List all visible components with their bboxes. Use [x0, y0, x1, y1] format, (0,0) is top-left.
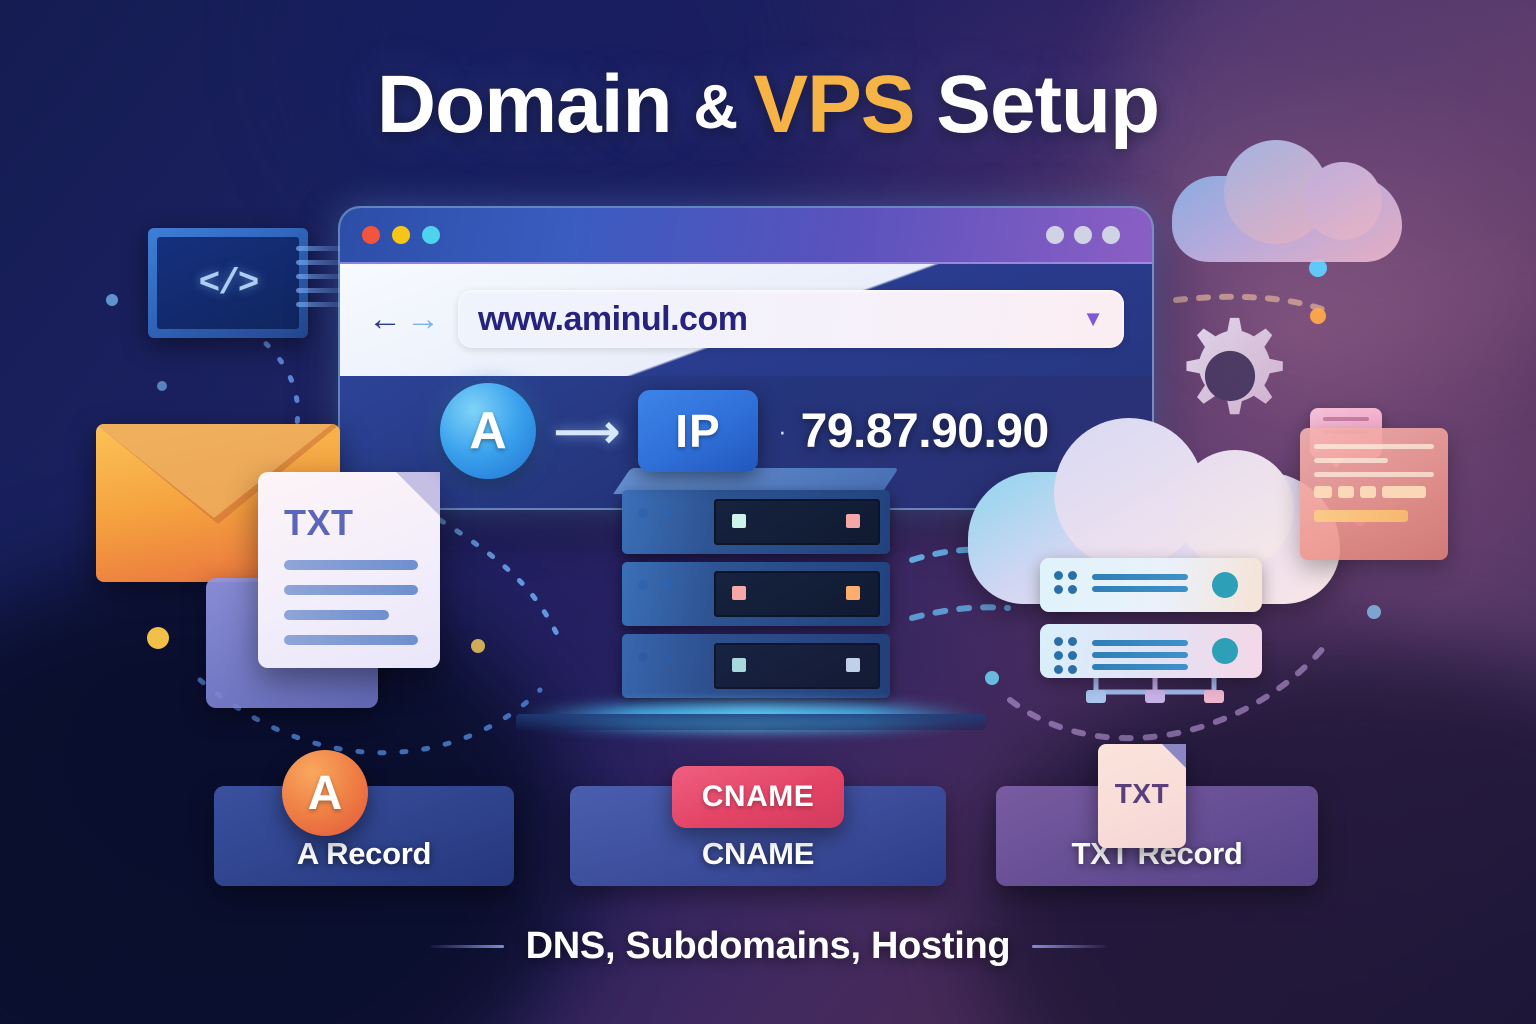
traffic-light-close-icon[interactable] — [362, 226, 380, 244]
server-vent-icon — [638, 652, 648, 662]
server-led-icon — [732, 586, 746, 600]
server-led-icon — [732, 658, 746, 672]
panel-action-bar — [1314, 510, 1408, 522]
panel-line — [1314, 458, 1389, 463]
config-panel-decoration — [1300, 428, 1448, 560]
txt-document-icon: TXT — [258, 472, 440, 668]
panel-line — [1314, 472, 1434, 477]
code-window-stripes — [296, 246, 352, 324]
server-status-indicator-icon — [1212, 638, 1238, 664]
subtitle-rule-right — [1032, 945, 1107, 948]
panel-tag-pills — [1314, 486, 1434, 498]
subtitle-text: DNS, Subdomains, Hosting — [525, 925, 1011, 967]
cname-badge-pill: CNAME — [672, 766, 844, 828]
txt-document-lines — [284, 560, 418, 660]
back-arrow-icon[interactable]: ← — [368, 300, 402, 338]
forward-arrow-icon[interactable]: → — [406, 300, 440, 338]
document-fold-corner — [1162, 744, 1186, 768]
traffic-light-maximize-icon[interactable] — [422, 226, 440, 244]
card-cname-label: CNAME — [701, 836, 815, 871]
subtitle-rule-left — [429, 945, 504, 948]
server-led-icon — [846, 514, 860, 528]
server-led-icon — [846, 586, 860, 600]
server-vent-icon — [662, 652, 672, 662]
page-title: Domain & VPS Setup — [0, 58, 1536, 152]
server-rack-icon — [516, 468, 986, 730]
cloud-shape — [968, 418, 1340, 604]
server-front-face — [714, 643, 880, 689]
title-highlight: VPS — [753, 59, 915, 150]
network-connector-wires — [1086, 678, 1224, 703]
server-front-face — [714, 571, 880, 617]
ip-address-value: 79.87.90.90 — [800, 404, 1050, 458]
document-fold-corner — [396, 472, 440, 516]
a-record-circle-badge: A — [440, 383, 536, 479]
txt-document-label: TXT — [284, 502, 354, 543]
server-vent-icon — [638, 580, 648, 590]
window-dot-3-icon — [1102, 226, 1120, 244]
server-led-icon — [732, 514, 746, 528]
server-vent-icon — [662, 580, 672, 590]
server-front-face — [714, 499, 880, 545]
subtitle-row: DNS, Subdomains, Hosting — [0, 925, 1536, 968]
server-unit-3 — [622, 634, 890, 698]
title-ampersand: & — [693, 73, 754, 142]
server-unit-2 — [622, 562, 890, 626]
url-input[interactable]: www.aminul.com — [478, 299, 748, 338]
cloud-server-card-1 — [1040, 558, 1262, 612]
code-window-icon: </> — [148, 228, 308, 338]
server-card-lines — [1092, 640, 1188, 676]
window-dot-1-icon — [1046, 226, 1064, 244]
arrow-right-icon: ⟶ — [554, 405, 620, 457]
card-txt-record[interactable]: TXT Record — [996, 786, 1318, 886]
card-a-record-label: A Record — [296, 836, 432, 871]
ip-label-badge: IP — [637, 390, 758, 472]
gear-icon — [1186, 317, 1283, 415]
server-vent-icon — [662, 508, 672, 518]
server-led-icon — [846, 658, 860, 672]
server-unit-1 — [622, 490, 890, 554]
decorative-cloud-icon — [1172, 140, 1402, 262]
txt-record-badge-icon: TXT — [1098, 744, 1186, 848]
server-status-indicator-icon — [1212, 572, 1238, 598]
title-part-1: Domain — [376, 59, 694, 150]
window-menu-dots[interactable] — [1046, 226, 1130, 244]
server-status-dots-icon — [1054, 637, 1077, 674]
chevron-down-icon[interactable]: ▼ — [1082, 306, 1104, 331]
browser-titlebar — [340, 208, 1152, 264]
server-vent-icon — [638, 508, 648, 518]
cloud-server-card-2 — [1040, 624, 1262, 678]
title-part-2: Setup — [914, 59, 1160, 150]
window-dot-2-icon — [1074, 226, 1092, 244]
txt-badge-label: TXT — [1114, 778, 1170, 809]
traffic-light-minimize-icon[interactable] — [392, 226, 410, 244]
server-base-platform — [516, 714, 986, 730]
a-record-badge-icon: A — [282, 750, 368, 836]
cloud-hosting-icon — [962, 418, 1362, 718]
panel-line — [1314, 444, 1434, 449]
server-status-dots-icon — [1054, 571, 1077, 594]
code-glyph: </> — [157, 237, 299, 329]
browser-toolbar: ← → www.aminul.com ▼ — [368, 290, 1124, 348]
address-bar[interactable]: www.aminul.com ▼ — [458, 290, 1124, 348]
server-card-lines — [1092, 574, 1188, 598]
dns-a-record-mapping: A ⟶ IP · 79.87.90.90 — [440, 383, 1049, 479]
navigation-buttons: ← → — [368, 302, 440, 336]
ip-separator: · — [777, 415, 787, 446]
